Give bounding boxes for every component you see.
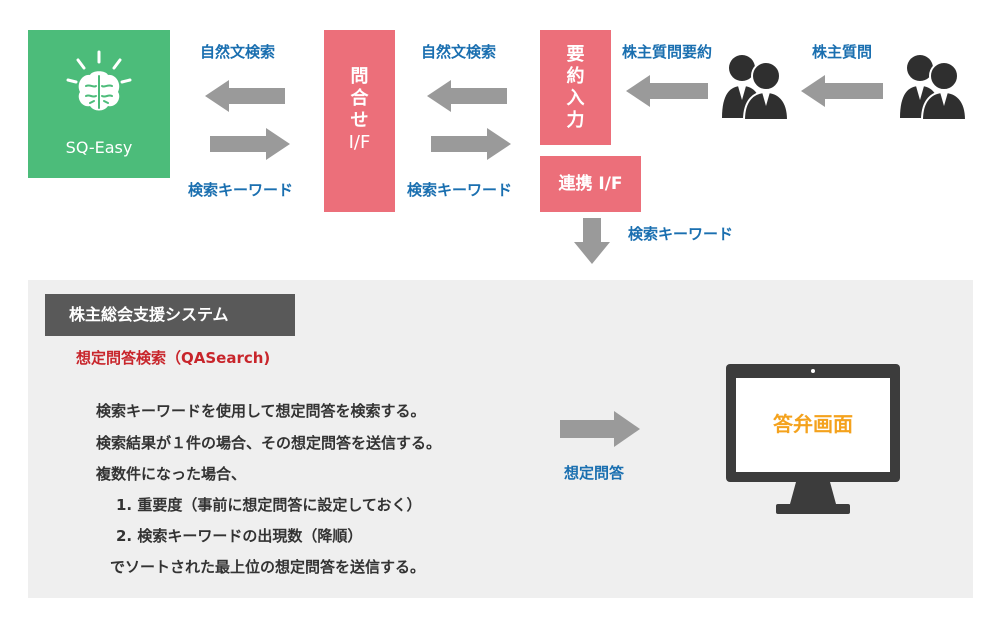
- brain-icon: [66, 50, 132, 111]
- inquiry-if-char-1: 問: [350, 66, 369, 87]
- sq-easy-label: SQ-Easy: [65, 138, 133, 157]
- summary-input-box: 要 約 入 力: [540, 30, 611, 145]
- description-line-4: 1. 重要度（事前に想定問答に設定しておく）: [116, 496, 422, 514]
- summary-char-3: 入: [566, 88, 585, 109]
- inquiry-if-char-4: I/F: [348, 132, 371, 153]
- arrow-left-icon: [801, 75, 883, 107]
- arrow-right-icon: [431, 128, 511, 160]
- arrow-down-icon: [574, 218, 610, 264]
- linkage-if-box: 連携 I/F: [540, 156, 641, 212]
- summary-char-4: 力: [566, 110, 585, 131]
- arrow-left-icon: [626, 75, 708, 107]
- shareholder-question-summary-label: 株主質問要約: [622, 43, 713, 61]
- module-title: 想定問答検索（QASearch): [76, 349, 271, 367]
- monitor-icon: [726, 364, 900, 514]
- description-line-6: でソートされた最上位の想定問答を送信する。: [110, 558, 426, 576]
- people-icon: [900, 55, 968, 120]
- description-line-5: 2. 検索キーワードの出現数（降順）: [116, 527, 363, 545]
- natural-text-search-label-2: 自然文検索: [421, 43, 497, 61]
- inquiry-if-box: 問 合 せ I/F: [324, 30, 395, 212]
- inquiry-if-char-2: 合: [350, 88, 369, 109]
- arrow-left-icon: [427, 80, 507, 112]
- sq-easy-box: SQ-Easy: [28, 30, 170, 178]
- description-line-2: 検索結果が１件の場合、その想定問答を送信する。: [96, 434, 442, 452]
- assumed-qa-label: 想定問答: [564, 464, 625, 482]
- description-line-3: 複数件になった場合、: [96, 465, 247, 483]
- inquiry-if-char-3: せ: [350, 110, 369, 131]
- linkage-if-label: 連携 I/F: [558, 174, 623, 194]
- arrow-right-icon: [560, 411, 640, 447]
- shareholder-question-label: 株主質問: [812, 43, 873, 61]
- search-keyword-label-down: 検索キーワード: [628, 225, 734, 243]
- search-keyword-label-1: 検索キーワード: [188, 181, 294, 199]
- summary-char-2: 約: [566, 66, 585, 87]
- arrow-left-icon: [205, 80, 285, 112]
- description-line-1: 検索キーワードを使用して想定問答を検索する。: [96, 402, 426, 420]
- system-tab-title: 株主総会支援システム: [45, 294, 295, 336]
- natural-text-search-label-1: 自然文検索: [200, 43, 276, 61]
- monitor-screen-label: 答弁画面: [773, 412, 853, 436]
- people-icon: [722, 55, 790, 120]
- search-keyword-label-2: 検索キーワード: [407, 181, 513, 199]
- summary-char-1: 要: [566, 44, 585, 65]
- arrow-right-icon: [210, 128, 290, 160]
